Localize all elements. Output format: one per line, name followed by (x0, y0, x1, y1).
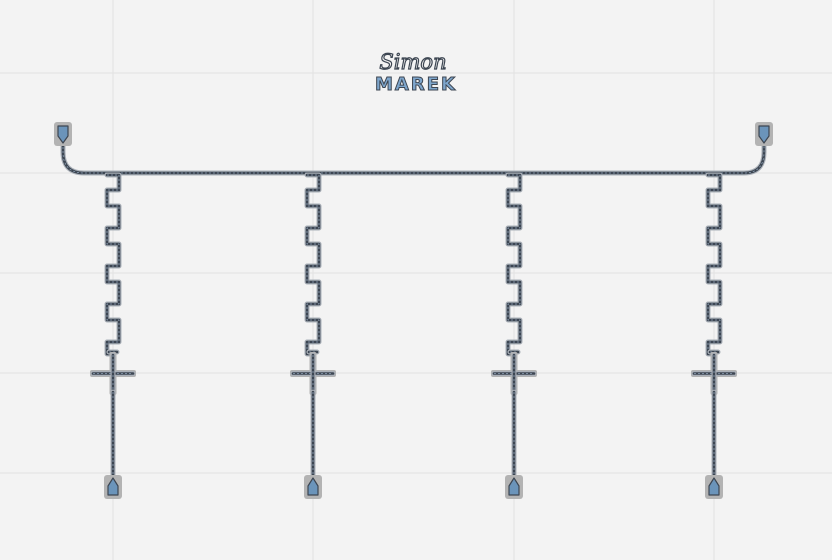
feedline (60, 140, 767, 176)
cross-qubit-4 (691, 352, 737, 395)
launch-pad-drive-3 (505, 475, 523, 499)
logo: Simon MAREK (375, 49, 457, 95)
meander-resonator-1 (104, 172, 122, 357)
launch-pads (54, 122, 773, 499)
launch-pad-drive-1 (104, 475, 122, 499)
feedline-trace (60, 140, 767, 176)
resonator-qubit-units (90, 172, 737, 481)
logo-script-text: Simon (379, 50, 446, 74)
meander-resonator-3 (505, 172, 523, 357)
resonator-unit-1 (90, 172, 136, 481)
logo-word-text: MAREK (375, 74, 457, 95)
meander-resonator-2 (304, 172, 322, 357)
cross-qubit-1 (90, 352, 136, 395)
meander-resonator-4 (705, 172, 723, 357)
cross-qubit-2 (290, 352, 336, 395)
resonator-unit-3 (491, 172, 537, 481)
resonator-unit-4 (691, 172, 737, 481)
launch-pad-drive-2 (304, 475, 322, 499)
launch-pad-feed-left (54, 122, 72, 146)
resonator-unit-2 (290, 172, 336, 481)
cross-qubit-3 (491, 352, 537, 395)
launch-pad-feed-right (755, 122, 773, 146)
launch-pad-drive-4 (705, 475, 723, 499)
